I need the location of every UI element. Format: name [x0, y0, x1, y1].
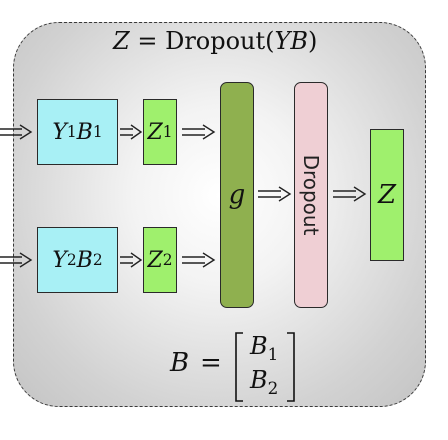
title-equation: Z = Dropout(YB) — [113, 27, 317, 55]
module-panel — [13, 22, 426, 407]
arrow-g-dropout-icon — [258, 186, 292, 202]
dropout-box: Dropout — [294, 82, 328, 308]
dropout-label: Dropout — [299, 154, 323, 236]
title-lhs: Z — [113, 27, 130, 55]
b-row2-sub: 2 — [267, 377, 279, 398]
g-box: g — [220, 82, 254, 308]
b-row1-base: B — [250, 332, 268, 360]
arrow-y1-z1-icon — [120, 124, 143, 140]
input-2-y: Y — [52, 247, 67, 273]
left-bracket-icon — [235, 332, 243, 402]
input-arrow-2-icon — [0, 252, 33, 268]
b-equation: B = B1 B2 — [170, 330, 300, 402]
arrow-y2-z2-icon — [120, 252, 143, 268]
right-bracket-icon — [287, 332, 295, 402]
title-fn: Dropout( — [165, 27, 275, 55]
title-arg: YB — [274, 27, 309, 55]
output-z-label: Z — [377, 180, 397, 210]
arrow-z2-g-icon — [182, 252, 216, 268]
arrow-z1-g-icon — [182, 124, 216, 140]
title-eq: = — [137, 27, 158, 55]
input-2-b: B — [76, 247, 93, 273]
b-lhs: B — [170, 348, 190, 378]
output-z-box: Z — [370, 129, 404, 261]
input-1-y: Y — [52, 119, 67, 145]
b-row2-base: B — [250, 366, 268, 394]
b-row1-sub: 1 — [267, 343, 279, 364]
b-row1: B1 — [250, 332, 278, 362]
b-row2: B2 — [250, 366, 278, 396]
title-close: ) — [308, 27, 318, 55]
arrow-dropout-z-icon — [333, 186, 367, 202]
input-arrow-1-icon — [0, 124, 33, 140]
g-label: g — [228, 180, 246, 210]
z2-label: Z — [147, 247, 163, 273]
input-1-b: B — [76, 119, 93, 145]
b-eq: = — [200, 348, 222, 378]
z1-label: Z — [147, 119, 163, 145]
